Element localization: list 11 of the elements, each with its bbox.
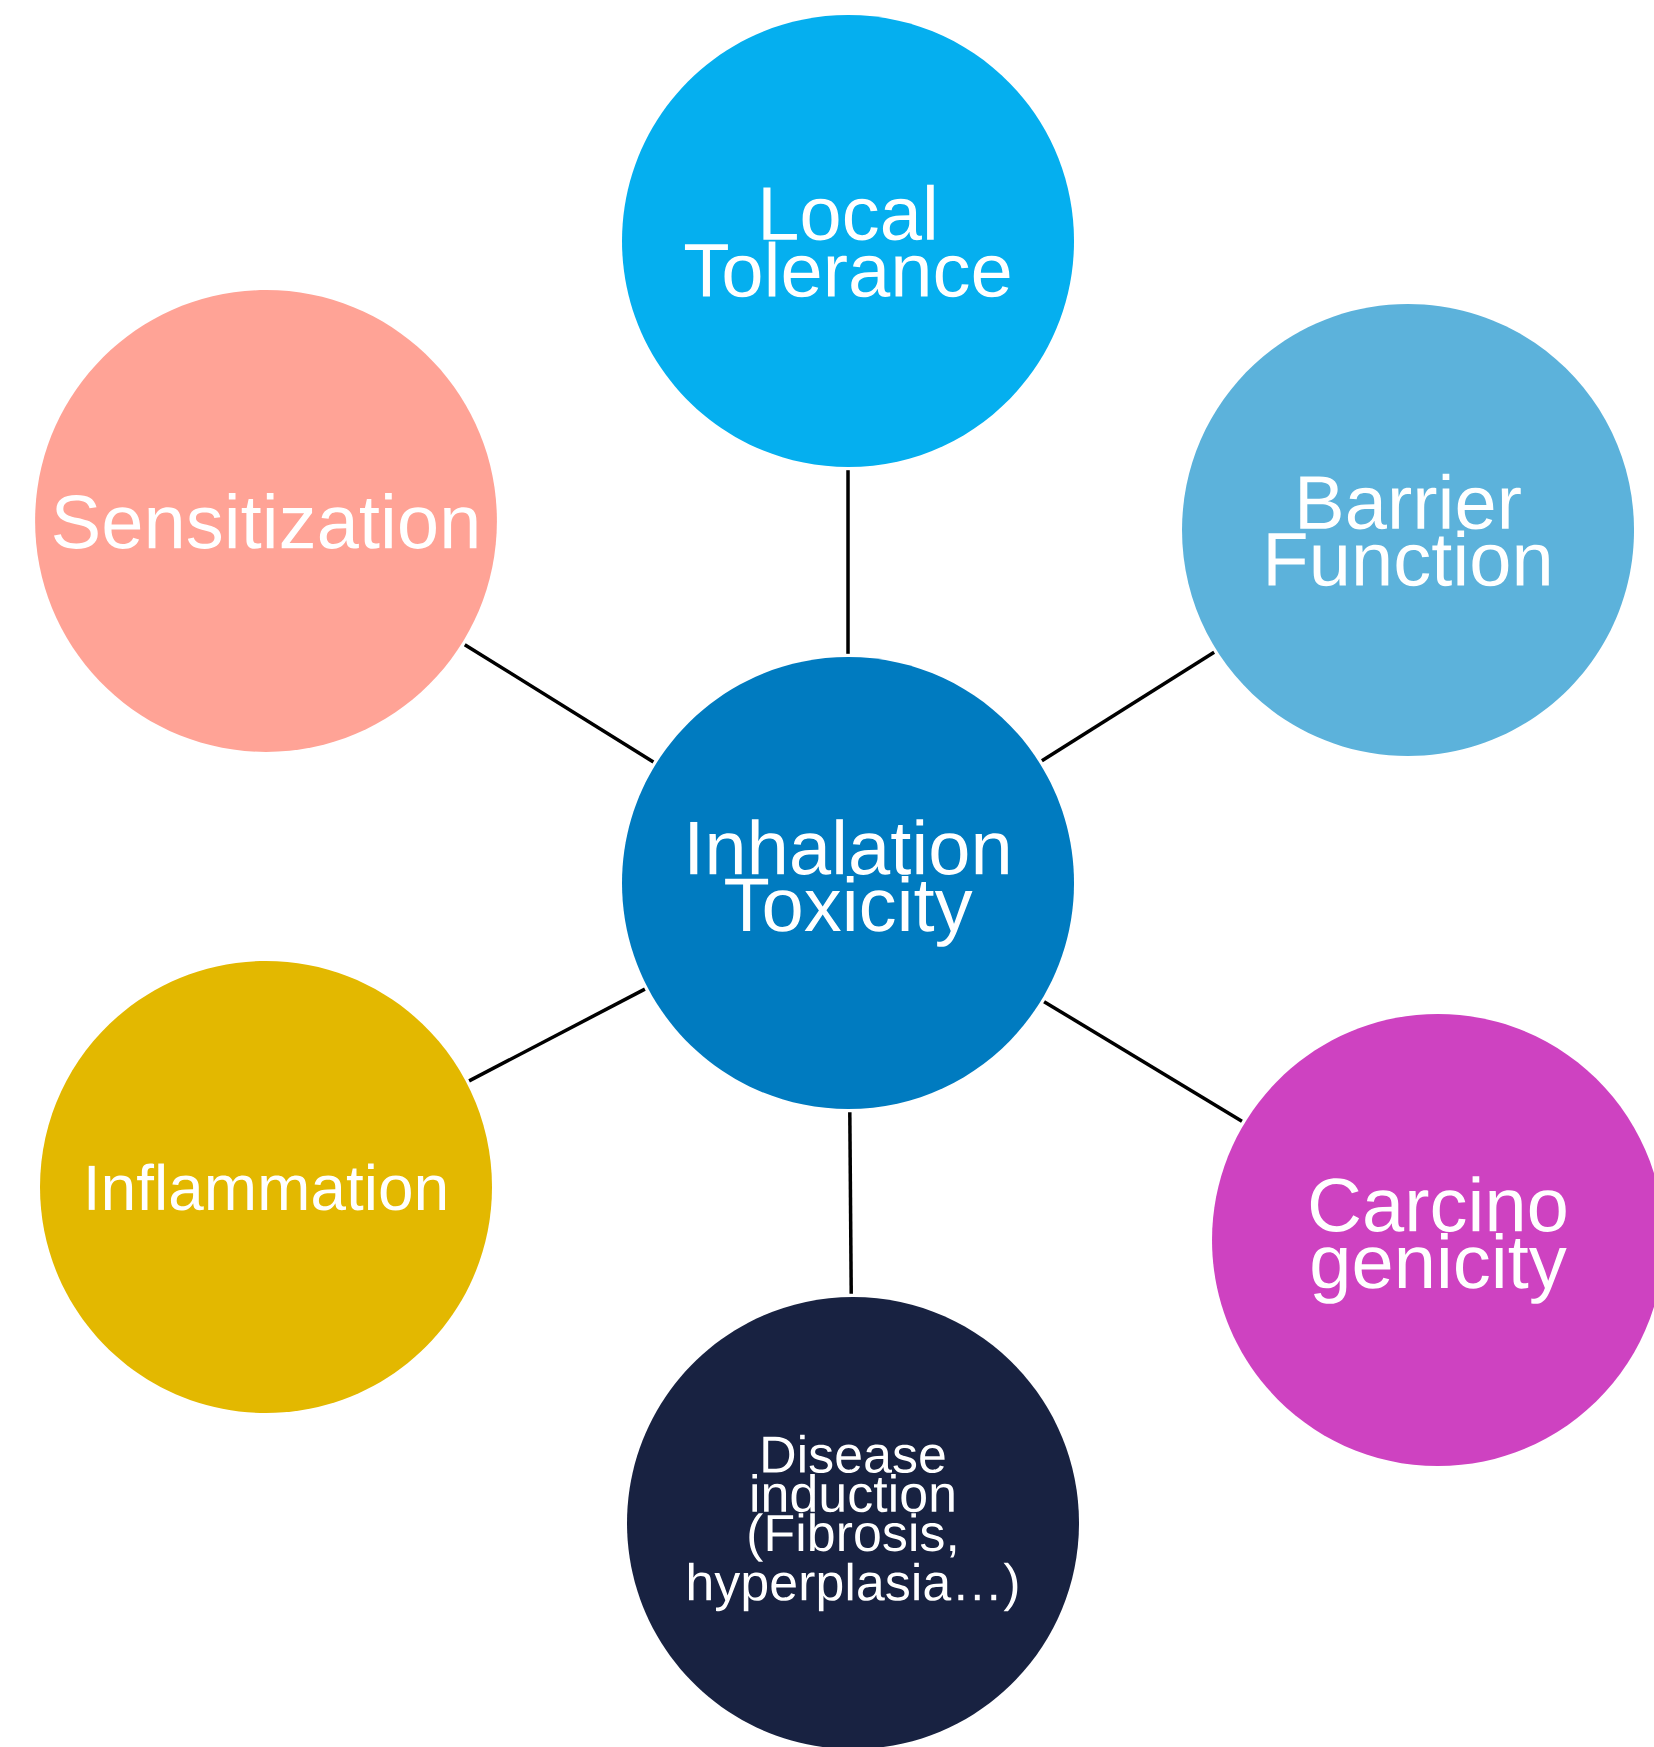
circle-node: Barrier Function: [1182, 304, 1634, 756]
circle-node: Sensitization: [35, 290, 497, 752]
circle-node: Inhalation Toxicity: [622, 657, 1074, 1109]
connector-line: [1043, 1000, 1243, 1123]
connector-line: [1040, 650, 1216, 763]
connector-line: [848, 1112, 853, 1294]
circle-node: Inflammation: [40, 961, 492, 1413]
connector-line: [468, 987, 646, 1083]
connector-line: [846, 470, 850, 654]
connector-line: [463, 643, 655, 764]
circle-node: Local Tolerance: [622, 15, 1074, 467]
